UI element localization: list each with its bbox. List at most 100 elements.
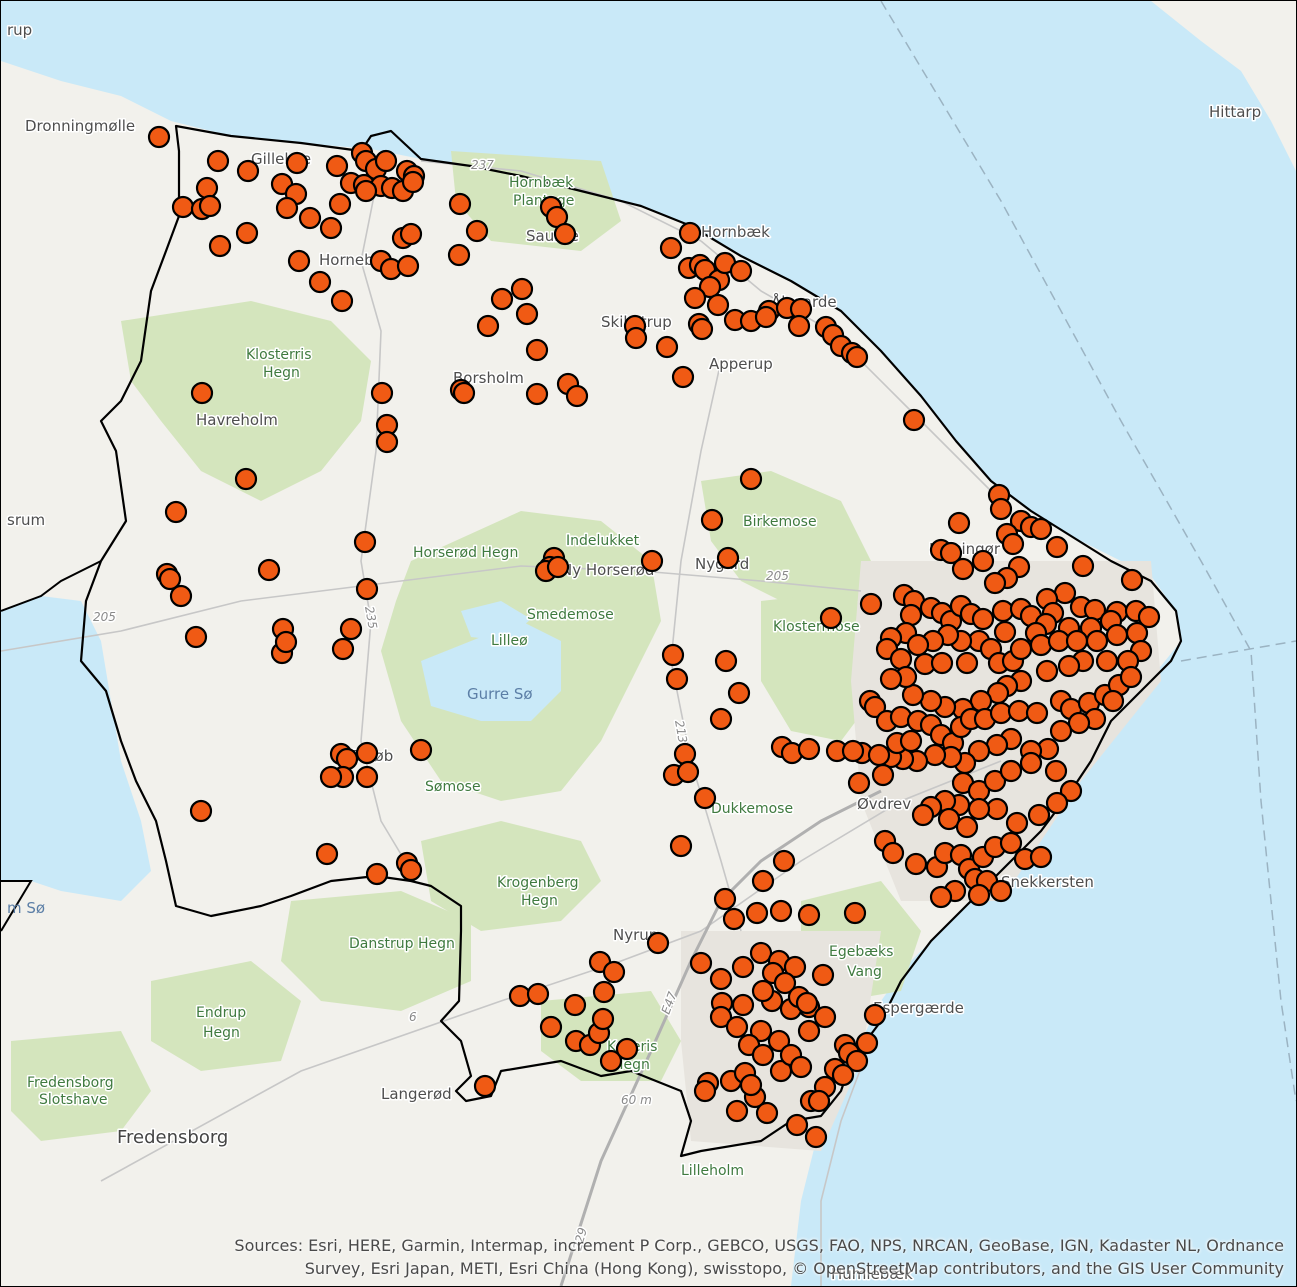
map-marker[interactable] — [525, 382, 549, 406]
map-marker[interactable] — [911, 803, 935, 827]
map-marker[interactable] — [693, 1079, 717, 1103]
map-marker[interactable] — [198, 194, 222, 218]
map-marker[interactable] — [769, 899, 793, 923]
map-marker[interactable] — [375, 430, 399, 454]
map-marker[interactable] — [409, 738, 433, 762]
map-marker[interactable] — [971, 549, 995, 573]
map-marker[interactable] — [1085, 629, 1109, 653]
map-marker[interactable] — [795, 991, 819, 1015]
map-marker[interactable] — [671, 365, 695, 389]
map-marker[interactable] — [1105, 623, 1129, 647]
map-marker[interactable] — [845, 1049, 869, 1073]
map-marker[interactable] — [565, 384, 589, 408]
map-marker[interactable] — [158, 567, 182, 591]
map-marker[interactable] — [709, 1005, 733, 1029]
map-marker[interactable] — [646, 931, 670, 955]
map-marker[interactable] — [319, 216, 343, 240]
map-marker[interactable] — [739, 467, 763, 491]
map-marker[interactable] — [171, 195, 195, 219]
map-marker[interactable] — [1045, 791, 1069, 815]
map-marker[interactable] — [287, 249, 311, 273]
map-marker[interactable] — [725, 1099, 749, 1123]
map-marker[interactable] — [693, 786, 717, 810]
map-marker[interactable] — [1065, 629, 1089, 653]
map-marker[interactable] — [1101, 689, 1125, 713]
map-marker[interactable] — [355, 741, 379, 765]
map-marker[interactable] — [401, 170, 425, 194]
map-marker[interactable] — [906, 633, 930, 657]
map-marker[interactable] — [683, 286, 707, 310]
map-marker[interactable] — [867, 743, 891, 767]
map-marker[interactable] — [546, 555, 570, 579]
map-marker[interactable] — [673, 742, 697, 766]
map-marker[interactable] — [315, 842, 339, 866]
map-marker[interactable] — [904, 852, 928, 876]
map-marker[interactable] — [328, 192, 352, 216]
map-marker[interactable] — [591, 1007, 615, 1031]
map-marker[interactable] — [525, 338, 549, 362]
map-marker[interactable] — [731, 993, 755, 1017]
map-marker[interactable] — [465, 219, 489, 243]
map-marker[interactable] — [689, 951, 713, 975]
map-marker[interactable] — [1095, 649, 1119, 673]
map-marker[interactable] — [1025, 701, 1049, 725]
map-marker[interactable] — [355, 765, 379, 789]
map-marker[interactable] — [947, 511, 971, 535]
map-marker[interactable] — [592, 980, 616, 1004]
map-marker[interactable] — [700, 508, 724, 532]
map-marker[interactable] — [190, 381, 214, 405]
map-marker[interactable] — [1019, 751, 1043, 775]
map-marker[interactable] — [807, 1089, 831, 1113]
map-marker[interactable] — [1049, 719, 1073, 743]
map-marker[interactable] — [863, 695, 887, 719]
map-marker[interactable] — [797, 737, 821, 761]
map-marker[interactable] — [335, 747, 359, 771]
map-marker[interactable] — [749, 941, 773, 965]
map-marker[interactable] — [845, 345, 869, 369]
map-marker[interactable] — [355, 577, 379, 601]
map-marker[interactable] — [510, 277, 534, 301]
map-marker[interactable] — [678, 221, 702, 245]
map-marker[interactable] — [298, 206, 322, 230]
map-marker[interactable] — [879, 667, 903, 691]
map-marker[interactable] — [257, 558, 281, 582]
map-marker[interactable] — [797, 903, 821, 927]
map-marker[interactable] — [939, 541, 963, 565]
map-marker[interactable] — [751, 869, 775, 893]
marker-layer[interactable] — [147, 125, 1161, 1149]
map-marker[interactable] — [714, 649, 738, 673]
map-marker[interactable] — [655, 335, 679, 359]
map-marker[interactable] — [208, 234, 232, 258]
map-marker[interactable] — [515, 302, 539, 326]
map-marker[interactable] — [847, 771, 871, 795]
map-marker[interactable] — [727, 681, 751, 705]
map-marker[interactable] — [374, 149, 398, 173]
map-marker[interactable] — [871, 763, 895, 787]
map-marker[interactable] — [902, 408, 926, 432]
map-marker[interactable] — [1044, 759, 1068, 783]
map-marker[interactable] — [1067, 711, 1091, 735]
map-marker[interactable] — [745, 901, 769, 925]
map-marker[interactable] — [1035, 659, 1059, 683]
map-marker[interactable] — [399, 858, 423, 882]
map-marker[interactable] — [811, 963, 835, 987]
map-marker[interactable] — [785, 1113, 809, 1137]
map-marker[interactable] — [989, 879, 1013, 903]
map-marker[interactable] — [813, 1005, 837, 1029]
map-marker[interactable] — [563, 993, 587, 1017]
map-marker[interactable] — [234, 467, 258, 491]
map-marker[interactable] — [1119, 665, 1143, 689]
map-marker[interactable] — [951, 557, 975, 581]
map-marker[interactable] — [1057, 654, 1081, 678]
map-marker[interactable] — [930, 651, 954, 675]
map-marker[interactable] — [831, 1063, 855, 1087]
map-marker[interactable] — [991, 599, 1015, 623]
map-marker[interactable] — [804, 1125, 828, 1149]
map-marker[interactable] — [713, 887, 737, 911]
map-marker[interactable] — [206, 149, 230, 173]
map-marker[interactable] — [539, 1015, 563, 1039]
map-marker[interactable] — [899, 603, 923, 627]
map-marker[interactable] — [859, 592, 883, 616]
map-marker[interactable] — [553, 222, 577, 246]
